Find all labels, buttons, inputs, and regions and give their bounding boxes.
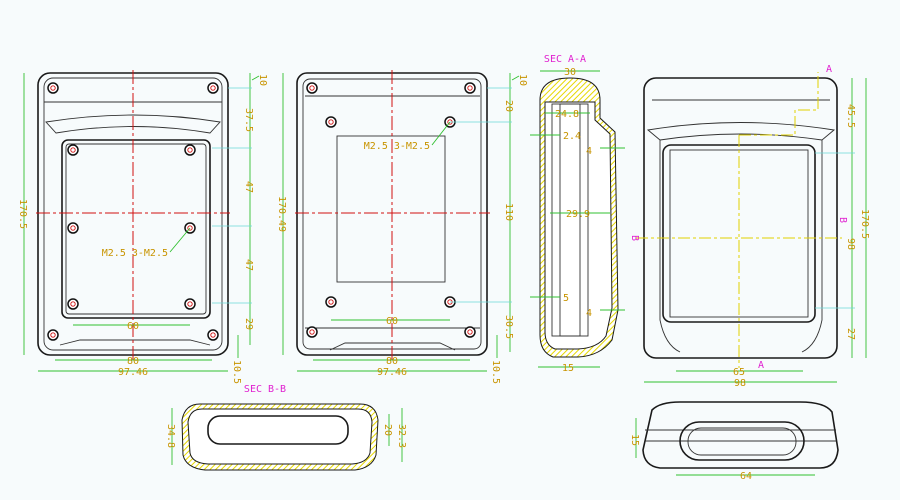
dim-overall-width: 97.46	[118, 367, 148, 378]
screw-hole-center	[187, 301, 193, 307]
screw-hole-center	[70, 147, 76, 153]
dim-slot-height: 15	[629, 434, 640, 446]
screw-hole-center	[309, 329, 315, 335]
section-b-view: SEC B-B 34.8 20 32.3	[165, 384, 407, 471]
screw-hole	[47, 329, 59, 341]
dim-top-width: 30	[564, 67, 576, 78]
section-marker-a-top: A	[826, 64, 832, 75]
screw-hole	[184, 298, 196, 310]
dim-top-offset: 10	[257, 74, 268, 86]
back-view: A A B B 45.5 98 27 170.5 65 98	[629, 64, 870, 389]
dim-seg-top: 45.5	[845, 104, 856, 128]
dim-bottom-offset: 10.5	[231, 360, 242, 384]
dim-overall-height: 34.8	[165, 424, 176, 448]
screw-hole	[184, 144, 196, 156]
dim-height2: 32.3	[396, 424, 407, 448]
dim-seg3: 30.5	[503, 315, 514, 339]
screw-hole	[67, 222, 79, 234]
dim-window-width: 65	[733, 367, 745, 378]
dim-seg3: 47	[243, 259, 254, 271]
screw-hole	[67, 298, 79, 310]
screw-hole	[464, 326, 476, 338]
dim-inner-width: 24.8	[555, 109, 579, 120]
dim-seg2: 47	[243, 181, 254, 193]
screw-hole-center	[467, 85, 473, 91]
screw-hole-center	[328, 299, 334, 305]
dim-slot-width: 64	[740, 471, 752, 482]
screw-hole-center	[210, 332, 216, 338]
screw-hole-center	[328, 119, 334, 125]
dim-rib-bottom: 4	[586, 308, 592, 319]
dim-overall-width: 97.46	[377, 367, 407, 378]
dim-wall: 2.4	[563, 131, 581, 142]
dim-seg-bottom: 27	[845, 328, 856, 340]
screw-hole	[207, 82, 219, 94]
dim-inner-height: 20	[382, 424, 393, 436]
screw-hole	[464, 82, 476, 94]
dim-hole-spacing: 60	[386, 316, 398, 327]
screw-hole-center	[70, 301, 76, 307]
dim-seg1: 20	[503, 100, 514, 112]
section-marker-b-right: B	[837, 217, 848, 223]
dim-seg1: 37.5	[243, 108, 254, 132]
dim-seg2: 110	[503, 203, 514, 221]
screw-hole-center	[467, 329, 473, 335]
screw-hole-center	[187, 147, 193, 153]
dim-bottom-width: 15	[562, 363, 574, 374]
screw-hole-center	[187, 225, 193, 231]
dim-seg4: 29	[243, 318, 254, 330]
dim-overall-height: 170.5	[17, 199, 28, 229]
dim-hole-spacing: 60	[127, 321, 139, 332]
screw-hole	[67, 144, 79, 156]
screw-hole	[306, 326, 318, 338]
screw-hole	[306, 82, 318, 94]
end-view: 15 64	[629, 401, 839, 482]
dim-screw-spacing: 80	[127, 356, 139, 367]
dim-seg-mid: 98	[845, 238, 856, 250]
section-a-view: SEC A-A 30 24.8 2.4 4 29.9 5 4 15	[530, 54, 625, 374]
screw-hole	[325, 296, 337, 308]
screw-hole-center	[309, 85, 315, 91]
screw-note: M2.5 3-M2.5	[364, 141, 430, 152]
dim-top-offset: 10	[517, 74, 528, 86]
screw-note: M2.5 3-M2.5	[102, 248, 168, 259]
screw-hole-center	[210, 85, 216, 91]
dim-depth: 29.9	[566, 209, 590, 220]
screw-holes	[306, 82, 476, 338]
section-a-title: SEC A-A	[544, 54, 586, 65]
screw-hole	[47, 82, 59, 94]
screw-hole	[325, 116, 337, 128]
screw-hole-center	[50, 85, 56, 91]
dim-overall-width: 98	[734, 378, 746, 389]
dim-lip: 5	[563, 293, 569, 304]
dim-bottom-offset: 10.5	[490, 360, 501, 384]
section-marker-a-bottom: A	[758, 360, 764, 371]
section-b-title: SEC B-B	[244, 384, 286, 395]
screw-holes	[47, 82, 219, 341]
dim-rib-top: 4	[586, 146, 592, 157]
dim-overall-height: 170.5	[859, 209, 870, 239]
dim-overall-height: 170.49	[276, 196, 287, 232]
screw-hole-center	[50, 332, 56, 338]
screw-hole	[207, 329, 219, 341]
section-marker-b-left: B	[629, 235, 640, 241]
front-view: 170.5 10 37.5 47 47 29 10.5 60 80 97.46 …	[17, 70, 268, 384]
inner-view: 170.49 10 20 110 30.5 10.5 60 80 97.46 M…	[276, 70, 528, 384]
dim-screw-spacing: 80	[386, 356, 398, 367]
screw-hole-center	[70, 225, 76, 231]
